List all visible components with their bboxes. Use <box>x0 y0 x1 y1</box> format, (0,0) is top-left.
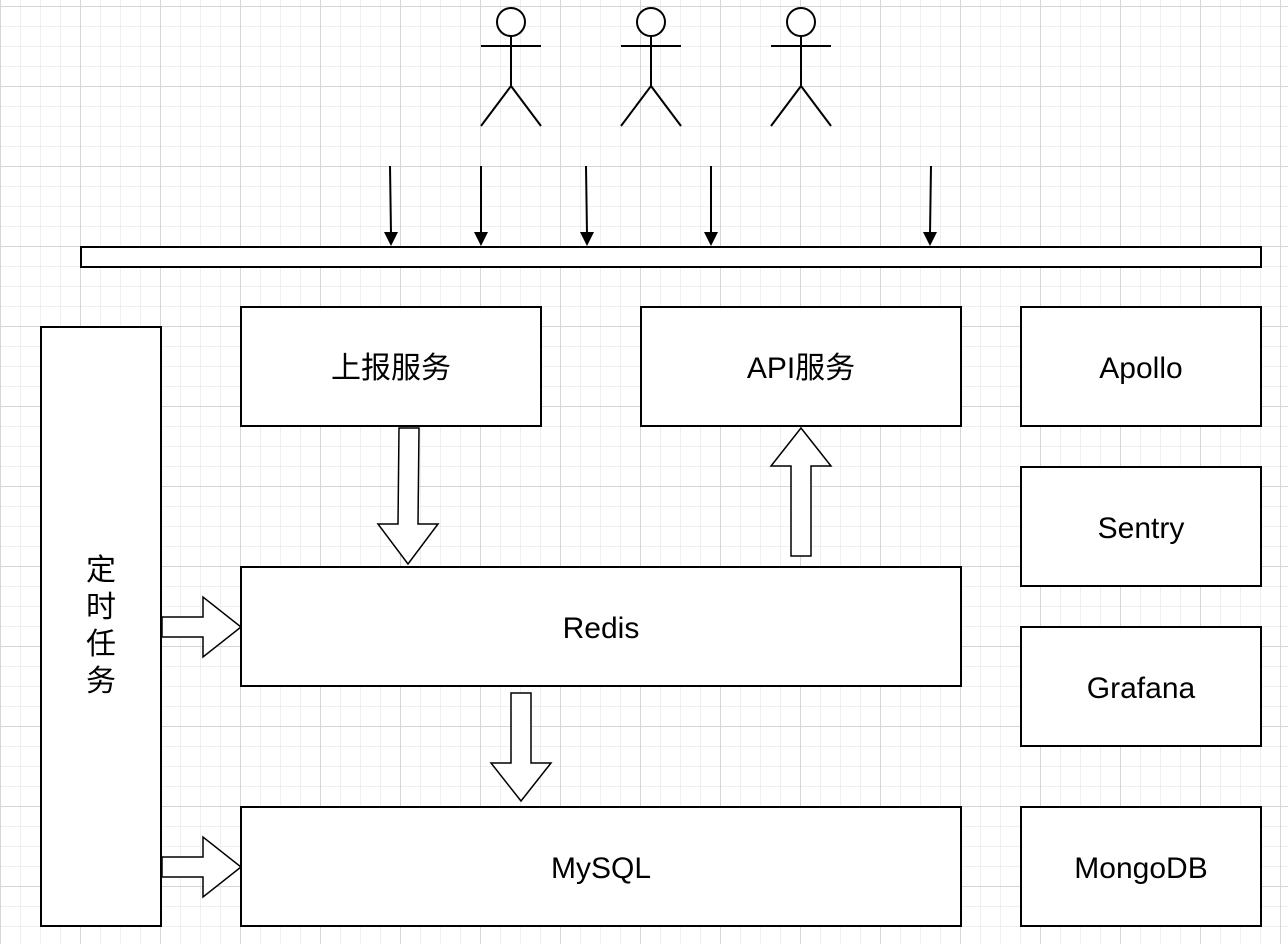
report-to-redis-arrow <box>376 427 440 566</box>
report-service-label: 上报服务 <box>331 352 451 385</box>
mysql-label: MySQL <box>551 852 651 885</box>
request-arrow-1 <box>384 165 398 246</box>
redis-label: Redis <box>563 612 640 645</box>
api-service-label: API服务 <box>747 352 855 385</box>
grafana-node: Grafana <box>1020 626 1262 747</box>
cron-to-redis-arrow <box>161 595 243 659</box>
request-arrow-3 <box>580 165 594 246</box>
redis-to-api-arrow <box>769 426 833 557</box>
api-service-node: API服务 <box>640 306 962 427</box>
mongodb-node: MongoDB <box>1020 806 1262 927</box>
grafana-label: Grafana <box>1087 672 1196 705</box>
user-actor-3 <box>770 7 832 127</box>
cron-job-char-3: 任 <box>86 628 116 661</box>
apollo-label: Apollo <box>1099 352 1182 385</box>
mysql-node: MySQL <box>240 806 962 927</box>
sentry-node: Sentry <box>1020 466 1262 587</box>
cron-job-char-2: 时 <box>86 591 116 624</box>
user-actor-1 <box>480 7 542 127</box>
gateway-bar <box>80 246 1262 268</box>
cron-job-char-4: 务 <box>86 665 116 698</box>
redis-node: Redis <box>240 566 962 687</box>
cron-to-mysql-arrow <box>161 835 243 899</box>
request-arrow-5 <box>923 165 937 246</box>
cron-job-char-1: 定 <box>86 554 116 587</box>
sentry-label: Sentry <box>1098 512 1185 545</box>
redis-to-mysql-arrow <box>489 692 553 803</box>
report-service-node: 上报服务 <box>240 306 542 427</box>
mongodb-label: MongoDB <box>1074 852 1207 885</box>
request-arrow-2 <box>474 166 488 246</box>
user-actor-2 <box>620 7 682 127</box>
request-arrow-4 <box>704 166 718 246</box>
apollo-node: Apollo <box>1020 306 1262 427</box>
cron-job-node: 定 时 任 务 <box>40 326 162 927</box>
